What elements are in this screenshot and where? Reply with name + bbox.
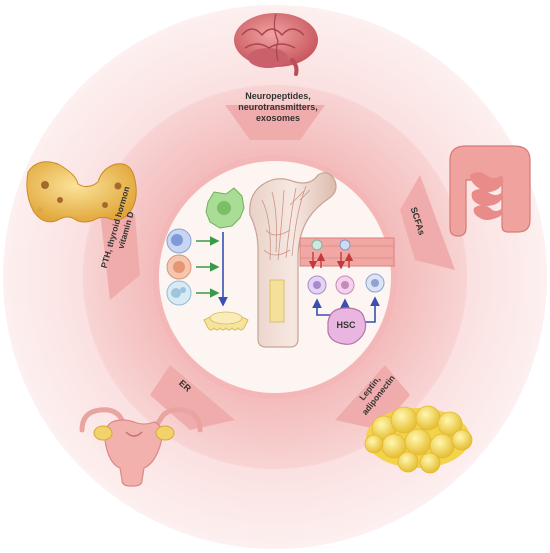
vessel-cell-left xyxy=(311,239,323,251)
thyroid-icon xyxy=(26,161,137,223)
adipose-tissue-icon xyxy=(364,405,473,474)
hsc-label: HSC xyxy=(336,320,356,330)
brain-signal-line1: Neuropeptides, xyxy=(245,91,311,101)
progenitor-cell-1 xyxy=(307,275,327,295)
progenitor-cell-2 xyxy=(335,275,355,295)
hsc-cell: HSC xyxy=(327,307,367,345)
brain-signal-line3: exosomes xyxy=(256,113,300,123)
green-cell xyxy=(205,187,245,229)
progenitor-cell-3 xyxy=(365,273,385,293)
brain-signal-line2: neurotransmitters, xyxy=(238,102,318,112)
vessel-cell-right xyxy=(339,239,351,251)
brain-icon xyxy=(234,13,318,76)
osteoclast-cell xyxy=(203,311,249,331)
femur-bone-icon xyxy=(249,172,337,348)
intestine-icon xyxy=(449,145,531,237)
uterus-icon xyxy=(79,407,203,487)
brain-signal-label: Neuropeptides, neurotransmitters, exosom… xyxy=(238,91,318,123)
light-blue-cell xyxy=(166,280,192,306)
orange-cell xyxy=(166,254,192,280)
bone-marrow-niche: HSC xyxy=(299,237,395,345)
osteoclast-lineage-cells xyxy=(166,187,249,331)
blue-cell xyxy=(166,228,192,254)
